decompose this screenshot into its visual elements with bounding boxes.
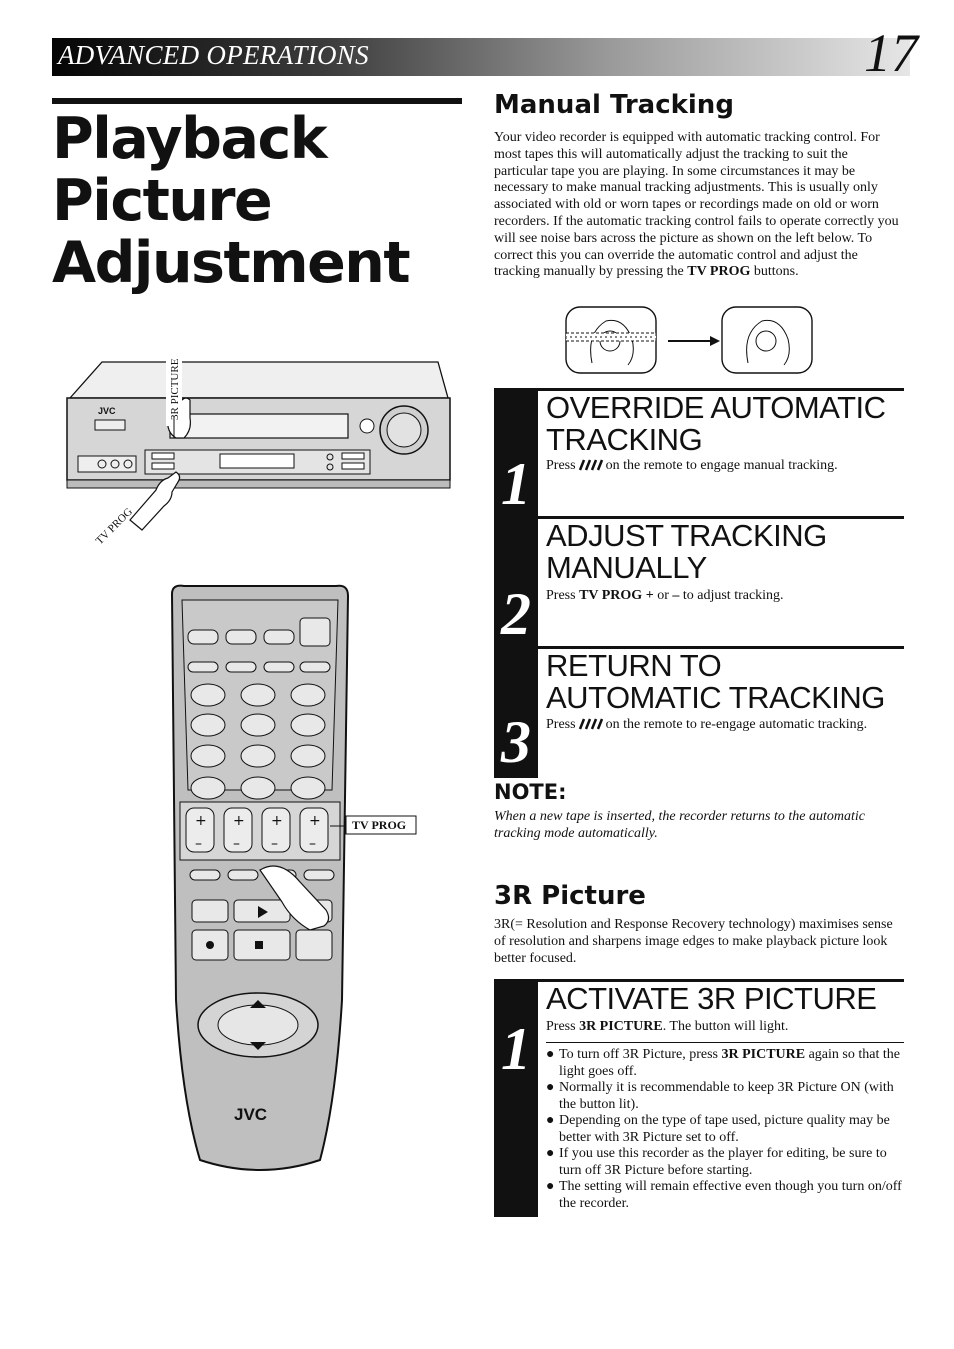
step-heading: ADJUST TRACKING MANUALLY (546, 518, 827, 585)
step-bar (494, 516, 538, 646)
bullet-item: ● To turn off 3R Picture, press 3R PICTUR… (546, 1047, 904, 1080)
step-text-a: Press (546, 1019, 576, 1034)
tv-prog-callout: TV PROG (94, 506, 135, 547)
step-text-a: Press (546, 717, 576, 732)
bullet-item: ● Depending on the type of tape used, pic… (546, 1113, 904, 1146)
section-header-bar (52, 38, 910, 76)
step-text-b: or (657, 588, 669, 603)
tracking-illustration (565, 306, 813, 374)
step-number: 1 (501, 451, 531, 517)
step-divider (546, 1042, 904, 1043)
step-bar (494, 388, 538, 516)
bullet-text: Normally it is recommendable to keep 3R … (559, 1080, 894, 1112)
svg-text:+: + (271, 813, 283, 829)
bullet-text: The setting will remain effective even t… (559, 1179, 902, 1211)
bullet-item: ● If you use this recorder as the player … (546, 1146, 904, 1179)
picture-3r-intro: 3R(= Resolution and Response Recovery te… (494, 917, 893, 966)
bullet-text: If you use this recorder as the player f… (559, 1146, 887, 1178)
title-line-1: Playback (52, 106, 328, 172)
step-text-bold-2: – (672, 588, 680, 603)
step-bar (494, 646, 538, 778)
step-text: Press on the remote to re-engage automati… (546, 717, 901, 734)
step-text: Press 3R PICTURE. The button will light. (546, 1019, 901, 1036)
step-heading: OVERRIDE AUTOMATIC TRACKING (546, 390, 886, 457)
manual-tracking-intro: Your video recorder is equipped with aut… (494, 130, 904, 281)
note-text: When a new tape is inserted, the recorde… (494, 809, 865, 841)
bullet-item: ● The setting will remain effective even … (546, 1179, 904, 1212)
step-number: 1 (501, 1016, 531, 1082)
title-line-2: Picture (52, 168, 273, 234)
bullet-icon: ● (546, 1179, 555, 1194)
step-rule (538, 516, 904, 519)
picture-3r-callout: 3R PICTURE (169, 358, 181, 420)
step-text-bold: 3R PICTURE (579, 1019, 663, 1034)
svg-text:–: – (233, 836, 240, 852)
step-text-a: Press (546, 458, 576, 473)
step-1-activate-3r: 1 ACTIVATE 3R PICTURE Press 3R PICTURE. … (494, 979, 904, 1217)
manual-tracking-heading: Manual Tracking (494, 90, 734, 120)
page-title: Playback Picture Adjustment (52, 106, 411, 296)
step-1-override: 1 OVERRIDE AUTOMATIC TRACKING Press on th… (494, 388, 904, 516)
step-bar (494, 979, 538, 1217)
step-rule (538, 979, 904, 982)
step-text-a: Press (546, 588, 576, 603)
section-title: ADVANCED OPERATIONS (58, 40, 369, 70)
step-number: 3 (501, 709, 531, 775)
vcr-brand-label: JVC (98, 406, 116, 416)
svg-text:+: + (309, 813, 321, 829)
bullet-icon: ● (546, 1113, 555, 1128)
step-text-b: on the remote to engage manual tracking. (605, 458, 838, 473)
note-heading: NOTE: (494, 780, 567, 804)
bullet-icon: ● (546, 1146, 555, 1161)
step-text-c: to adjust tracking. (682, 588, 784, 603)
picture-3r-heading: 3R Picture (494, 881, 646, 911)
bullet-text: Depending on the type of tape used, pict… (559, 1113, 890, 1145)
bullet-icon: ● (546, 1047, 555, 1062)
bullet-icon: ● (546, 1080, 555, 1095)
step-text: Press TV PROG + or – to adjust tracking. (546, 588, 901, 605)
title-rule (52, 98, 462, 104)
intro-end: buttons. (753, 264, 799, 280)
page-number: 17 (864, 23, 918, 83)
bullet-bold: 3R PICTURE (721, 1047, 806, 1062)
step-text: Press on the remote to engage manual trac… (546, 458, 901, 475)
svg-text:–: – (271, 836, 278, 852)
step-number: 2 (501, 581, 531, 647)
step-2-adjust: 2 ADJUST TRACKING MANUALLY Press TV PROG… (494, 516, 904, 646)
vcr-illustration: JVC 3R PICTURE TV PROG (66, 336, 451, 547)
remote-illustration: + + + + – – – – TV PROG JVC (170, 584, 417, 1171)
step-heading: RETURN TO AUTOMATIC TRACKING (546, 648, 885, 715)
step-heading: ACTIVATE 3R PICTURE (546, 981, 877, 1016)
remote-brand-label: JVC (234, 1105, 267, 1124)
svg-text:+: + (233, 813, 245, 829)
tracking-icon (578, 459, 603, 471)
step-rule (538, 388, 904, 391)
step-3-return: 3 RETURN TO AUTOMATIC TRACKING Press on t… (494, 646, 904, 778)
intro-text: Your video recorder is equipped with aut… (494, 130, 899, 280)
tracking-icon (578, 718, 603, 730)
step-text-b: on the remote to re-engage automatic tra… (605, 717, 868, 732)
svg-text:+: + (195, 813, 207, 829)
title-line-3: Adjustment (52, 230, 411, 296)
remote-tv-prog-callout: TV PROG (352, 818, 406, 832)
step-rule (538, 646, 904, 649)
step-text-b: . The button will light. (662, 1019, 789, 1034)
step-text-bold: TV PROG + (579, 588, 654, 603)
svg-text:–: – (309, 836, 316, 852)
intro-bold: TV PROG (687, 264, 751, 280)
svg-text:–: – (195, 836, 202, 852)
bullet-text: To turn off 3R Picture, press (559, 1047, 718, 1062)
bullet-text-end: again so that the light goes off. (559, 1047, 900, 1079)
picture-3r-bullets: ● To turn off 3R Picture, press 3R PICTUR… (546, 1047, 904, 1212)
bullet-item: ● Normally it is recommendable to keep 3R… (546, 1080, 904, 1113)
